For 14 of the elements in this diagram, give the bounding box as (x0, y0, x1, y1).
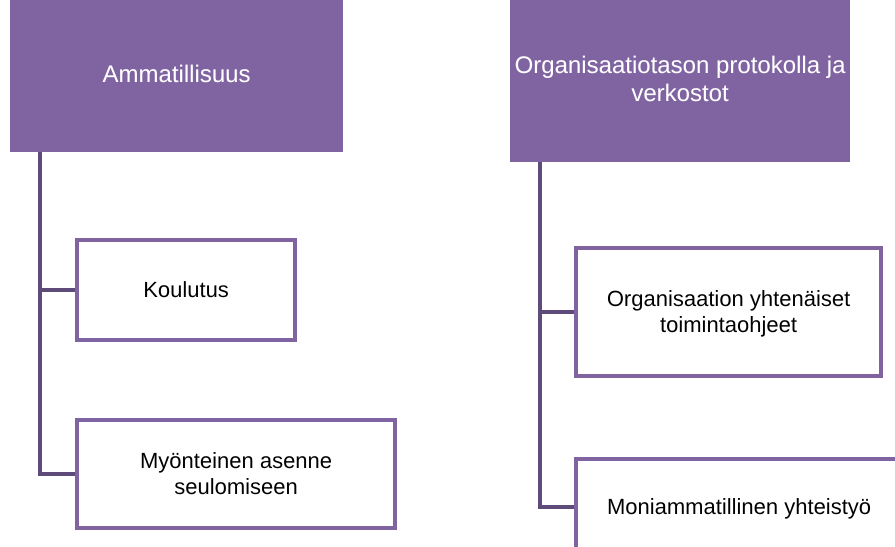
item-box (574, 246, 883, 378)
node-label: Organisaation yhtenäiset toimintaohjeet (606, 286, 852, 338)
connector-line (538, 162, 574, 509)
item-box (574, 457, 895, 547)
node-label: Moniammatillinen yhteistyö (606, 494, 872, 520)
header-box (10, 0, 343, 152)
header-box (510, 0, 850, 162)
node-label: Ammatillisuus (102, 61, 251, 89)
node-label: Myönteinen asenne seulomiseen (138, 448, 334, 500)
item-box (75, 418, 397, 530)
connector-line (38, 152, 75, 476)
node-label: Koulutus (143, 276, 229, 304)
item-box (75, 238, 297, 342)
node-label: Organisaatiotason protokolla ja verkostot (514, 52, 846, 108)
